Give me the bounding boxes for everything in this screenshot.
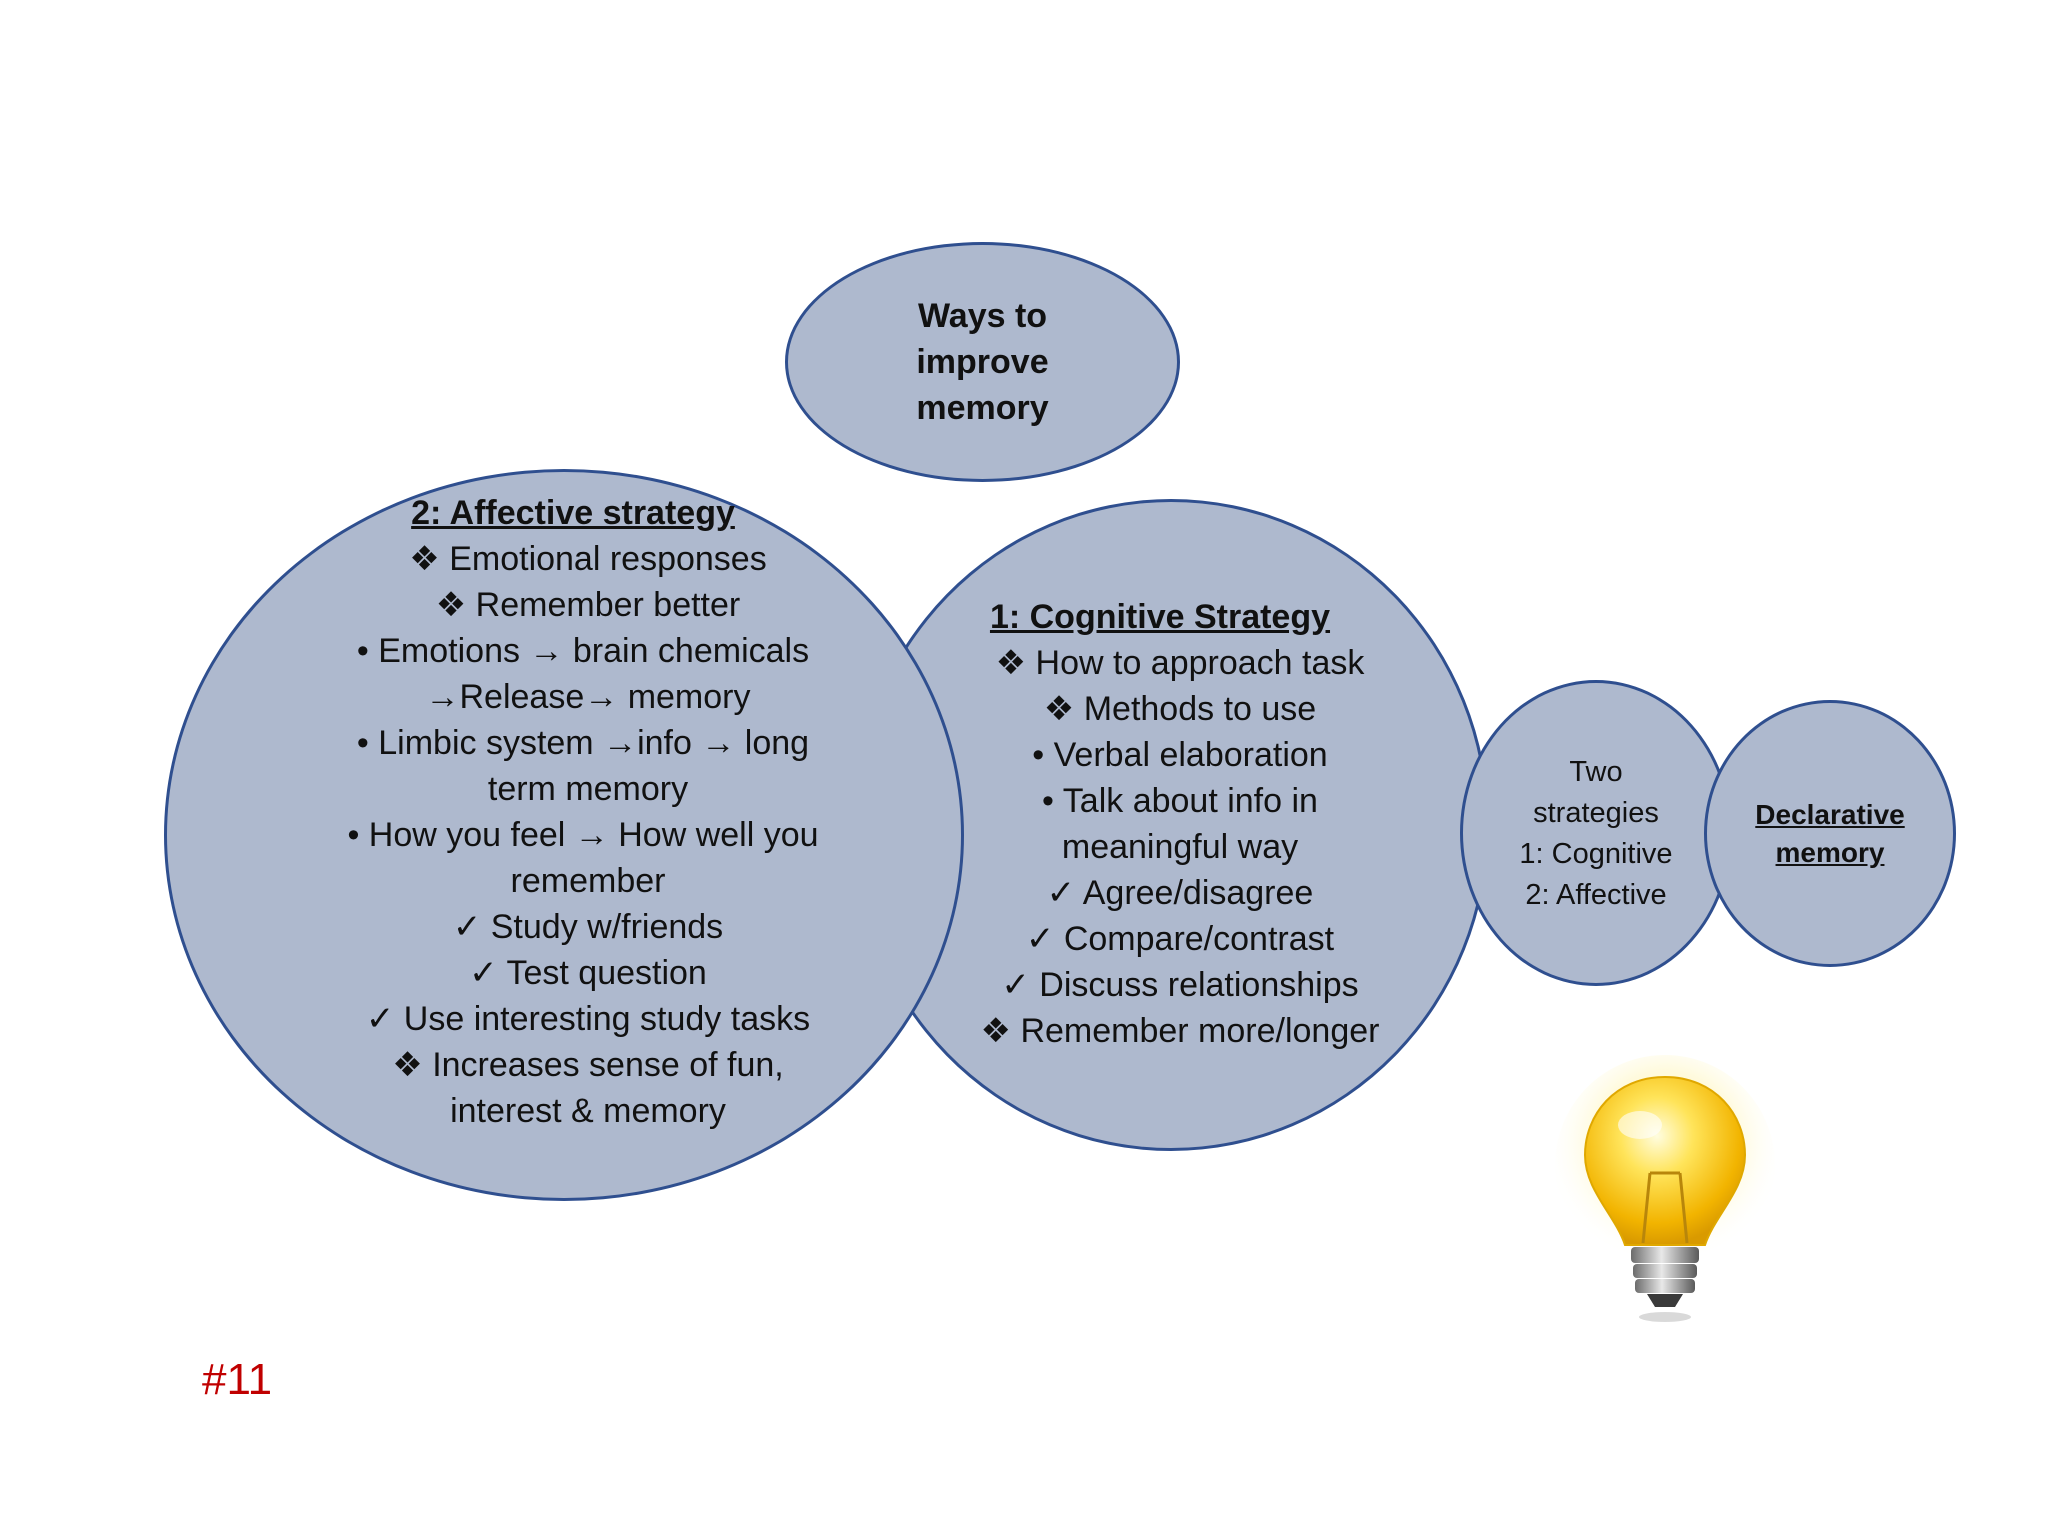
lightbulb-icon (1555, 1055, 1775, 1322)
title-bubble (785, 242, 1180, 482)
declarative-memory-content: Declarative memory (1704, 796, 1956, 872)
title-line: improve (916, 343, 1049, 381)
declarative-line: Declarative (1755, 799, 1905, 830)
affective-item: term memory (487, 770, 689, 808)
affective-item: interest & memory (450, 1092, 726, 1130)
title-line: Ways to (917, 297, 1048, 335)
affective-item: ❖ Emotional responses (409, 540, 767, 578)
declarative-memory-bubble (1704, 700, 1956, 967)
affective-item: • Emotions → brain chemicals (356, 632, 810, 670)
cognitive-item: meaningful way (1061, 828, 1299, 866)
affective-item: • How you feel → How well you (347, 816, 819, 854)
affective-item: remember (510, 862, 666, 900)
affective-item: →Release→ memory (425, 678, 751, 716)
affective-item: • Limbic system →info → long (356, 724, 810, 762)
cognitive-item: • Verbal elaboration (1032, 736, 1328, 774)
cognitive-strategy-content: 1: Cognitive Strategy ❖ How to approach … (900, 594, 1460, 1054)
affective-item: ✓ Study w/friends (452, 908, 724, 946)
slide-number: #11 (202, 1355, 273, 1404)
affective-item: ✓ Use interesting study tasks (365, 1000, 811, 1038)
title-text: Ways to improve memory (785, 293, 1180, 431)
affective-item: ❖ Remember better (435, 586, 741, 624)
strategies-line: 1: Cognitive (1519, 838, 1673, 870)
two-strategies-content: Two strategies 1: Cognitive 2: Affective (1460, 752, 1732, 916)
affective-item: ❖ Increases sense of fun, (392, 1046, 784, 1084)
cognitive-item: ✓ Discuss relationships (1001, 966, 1359, 1004)
strategies-line: strategies (1533, 797, 1659, 829)
title-line: memory (916, 389, 1049, 427)
cognitive-item: ✓ Agree/disagree (1046, 874, 1314, 912)
declarative-line: memory (1775, 837, 1885, 868)
cognitive-item: ❖ Methods to use (1043, 690, 1317, 728)
affective-strategy-heading: 2: Affective strategy (411, 494, 735, 532)
affective-strategy-content: 2: Affective strategy ❖ Emotional respon… (258, 490, 918, 1134)
cognitive-item: ❖ Remember more/longer (980, 1012, 1380, 1050)
cognitive-strategy-heading: 1: Cognitive Strategy (989, 598, 1331, 636)
strategies-line: Two (1569, 756, 1623, 788)
cognitive-item: ❖ How to approach task (995, 644, 1365, 682)
affective-strategy-bubble (164, 469, 964, 1201)
strategies-line: 2: Affective (1525, 879, 1667, 911)
cognitive-item: ✓ Compare/contrast (1025, 920, 1335, 958)
affective-item: ✓ Test question (469, 954, 707, 992)
cognitive-item: • Talk about info in (1042, 782, 1318, 820)
